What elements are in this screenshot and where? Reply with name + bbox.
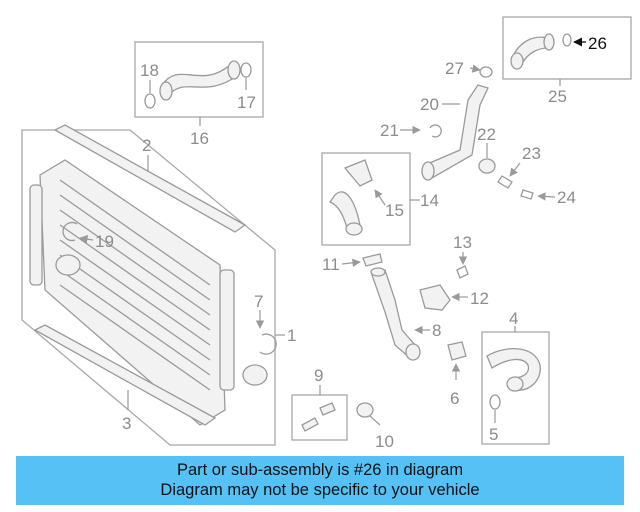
clamp-6: [447, 341, 467, 361]
callout-16[interactable]: 16: [190, 129, 209, 148]
callout-15[interactable]: 15: [385, 201, 404, 220]
grommet-10: [356, 402, 374, 418]
intercooler-part: [21, 129, 276, 446]
callout-13[interactable]: 13: [453, 233, 472, 252]
bracket-12: [419, 284, 451, 311]
hose-15: [328, 159, 373, 236]
banner-line-1: Part or sub-assembly is #26 in diagram: [176, 461, 464, 479]
clip-21: [429, 124, 442, 138]
upper-seal-strip: [53, 124, 247, 233]
callout-24[interactable]: 24: [557, 188, 576, 207]
bolt-9b: [319, 402, 336, 416]
group-box-14: [321, 152, 411, 246]
seal-5: [489, 394, 501, 410]
seal-ring-19: [62, 221, 78, 242]
callout-14[interactable]: 14: [420, 191, 439, 210]
charge-pipe-8: [362, 253, 421, 361]
banner-line-2: Diagram may not be specific to your vehi…: [160, 481, 480, 499]
callout-7[interactable]: 7: [254, 292, 263, 311]
callout-22[interactable]: 22: [477, 125, 496, 144]
callout-18[interactable]: 18: [140, 61, 159, 80]
callout-10[interactable]: 10: [375, 432, 394, 451]
grommet-22: [478, 158, 496, 174]
callout-3[interactable]: 3: [122, 414, 131, 433]
bolt-13: [456, 265, 469, 279]
callout-9[interactable]: 9: [314, 366, 323, 385]
callout-6[interactable]: 6: [450, 389, 459, 408]
parts-diagram: 1 2 3 19 7 18 17 16 26 25: [21, 16, 632, 451]
callout-27[interactable]: 27: [445, 59, 464, 78]
bolt-9a: [301, 417, 319, 432]
callout-11[interactable]: 11: [322, 255, 340, 274]
callout-17[interactable]: 17: [237, 93, 256, 112]
seal-18: [144, 93, 156, 109]
bolt-23: [497, 175, 513, 189]
seal-ring-7: [259, 333, 277, 355]
hose-16: [159, 60, 241, 101]
hose-4: [486, 347, 541, 392]
lower-seal-strip: [33, 324, 217, 426]
bolt-24: [520, 189, 534, 200]
callout-5[interactable]: 5: [489, 425, 498, 444]
callout-12[interactable]: 12: [470, 289, 489, 308]
callout-8[interactable]: 8: [432, 321, 441, 340]
clamp-27: [479, 66, 493, 78]
callout-2[interactable]: 2: [142, 136, 151, 155]
callout-4[interactable]: 4: [509, 309, 518, 328]
charge-pipe-20: [421, 84, 489, 181]
info-banner: Part or sub-assembly is #26 in diagram D…: [16, 456, 624, 505]
callout-20[interactable]: 20: [420, 95, 439, 114]
callout-1[interactable]: 1: [287, 326, 296, 345]
callout-26-highlighted[interactable]: 26: [588, 34, 607, 53]
group-box-16: [134, 41, 264, 118]
hose-25: [510, 33, 555, 70]
seal-17: [240, 62, 252, 78]
callout-23[interactable]: 23: [522, 144, 541, 163]
callout-25[interactable]: 25: [548, 87, 567, 106]
group-box-9: [291, 394, 348, 441]
group-box-25: [502, 16, 632, 80]
callout-19[interactable]: 19: [95, 232, 114, 251]
callout-21[interactable]: 21: [380, 121, 399, 140]
seal-26: [562, 33, 572, 47]
